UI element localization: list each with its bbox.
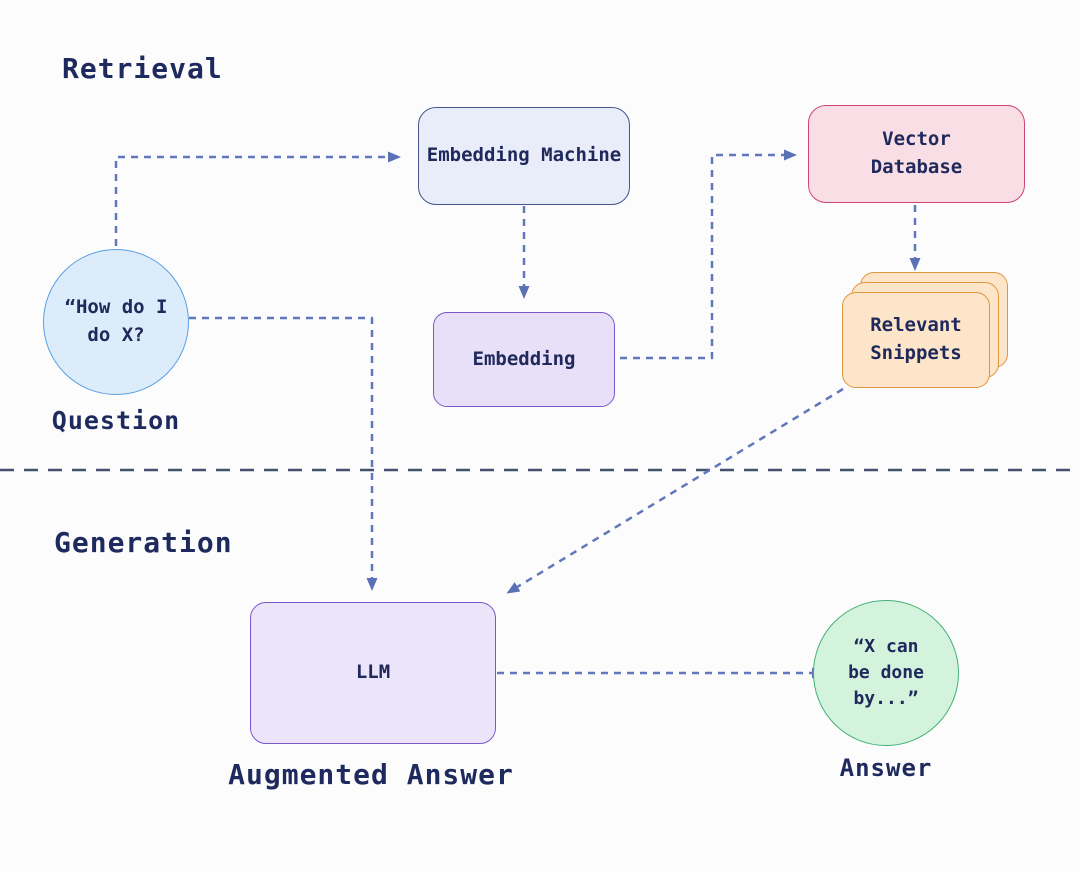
- question-text: “How do I do X?: [64, 296, 168, 346]
- llm-node: LLM: [250, 602, 496, 744]
- arrow-question-to-embedding-machine: [114, 151, 401, 246]
- vector-database-text: Vector Database: [870, 128, 963, 178]
- arrow-question-to-llm: [189, 316, 378, 591]
- embedding-machine-text: Embedding Machine: [426, 144, 622, 167]
- relevant-snippets-node: Relevant Snippets: [842, 272, 1010, 390]
- embedding-node: Embedding: [433, 312, 615, 407]
- arrow-relevant-snippets-to-llm: [506, 387, 844, 594]
- retrieval-section-title: Retrieval: [62, 52, 223, 85]
- answer-text: “X can be done by...”: [848, 635, 924, 710]
- question-label: Question: [51, 406, 181, 435]
- relevant-snippets-text: Relevant Snippets: [870, 314, 962, 364]
- vector-database-node: Vector Database: [808, 105, 1025, 203]
- question-node: “How do I do X?: [43, 249, 189, 395]
- embedding-text: Embedding: [472, 347, 576, 370]
- llm-text: LLM: [355, 661, 391, 684]
- generation-section-title: Generation: [54, 526, 233, 559]
- answer-label: Answer: [839, 754, 933, 782]
- answer-node: “X can be done by...”: [813, 600, 959, 746]
- augmented-answer-label: Augmented Answer: [228, 758, 514, 791]
- arrow-embedding-to-vector-database: [620, 149, 797, 360]
- embedding-machine-node: Embedding Machine: [418, 107, 630, 205]
- snippet-card-front: Relevant Snippets: [842, 292, 990, 388]
